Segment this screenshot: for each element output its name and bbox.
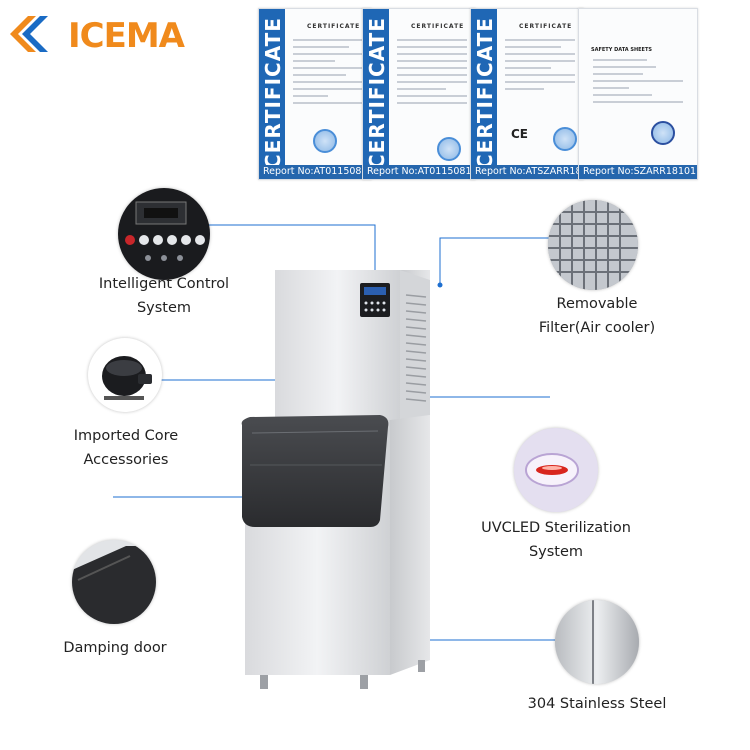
- feature-imported-core: Imported Core Accessories: [56, 424, 196, 472]
- seal-icon: [437, 137, 461, 161]
- certificate-2: CERTIFICATE CERTIFICATE Report No:AT0115…: [362, 8, 476, 180]
- feature-damping-door: Damping door: [50, 636, 180, 660]
- seal-icon: [651, 121, 675, 145]
- feature-uvcled: UVCLED Sterilization System: [468, 516, 644, 564]
- certificate-4: SAFETY DATA SHEETS Report No:SZARR181011…: [578, 8, 698, 180]
- feature-label-line: System: [528, 544, 584, 560]
- feature-label-line: Filter(Air cooler): [538, 320, 656, 336]
- feature-removable-filter: Removable Filter(Air cooler): [512, 292, 682, 340]
- control-panel-icon: [125, 201, 205, 261]
- brand-logo: ICEMA: [6, 12, 236, 58]
- feature-label-line: Accessories: [83, 452, 169, 468]
- certificate-band-text: CERTIFICATE: [473, 17, 497, 169]
- certificate-heading: CERTIFICATE: [307, 23, 361, 30]
- feature-label-line: Intelligent Control: [98, 276, 230, 292]
- certificate-heading: CERTIFICATE: [411, 23, 465, 30]
- seal-icon: [313, 129, 337, 153]
- steel-callout: [555, 600, 639, 684]
- certificate-report-number: Report No:AT011508175S: [259, 165, 371, 179]
- certificate-3: CERTIFICATE CERTIFICATE CE Report No:ATS…: [470, 8, 584, 180]
- feature-label-line: Imported Core: [73, 428, 179, 444]
- ice-machine-image: [241, 270, 430, 689]
- control-panel-callout: [118, 188, 210, 280]
- ce-mark-icon: CE: [511, 127, 529, 141]
- feature-label-line: UVCLED Sterilization: [481, 520, 631, 536]
- compressor-callout: [88, 338, 162, 412]
- uv-lamp-icon: [514, 428, 598, 512]
- feature-label-line: System: [136, 300, 192, 316]
- certificate-report-number: Report No:ATSZARR180612037: [471, 165, 583, 179]
- filter-callout: [548, 200, 638, 290]
- brand-mark-icon: [10, 16, 48, 52]
- compressor-icon: [102, 356, 152, 400]
- certificate-report-number: Report No:SZARR181011002-01: [579, 165, 697, 179]
- brand-name: ICEMA: [68, 16, 185, 56]
- certificate-band-text: CERTIFICATE: [261, 17, 285, 169]
- certificate-heading: SAFETY DATA SHEETS: [591, 47, 652, 53]
- feature-label-line: Damping door: [63, 640, 167, 656]
- feature-stainless-steel: 304 Stainless Steel: [518, 692, 676, 716]
- certificate-heading: CERTIFICATE: [519, 23, 573, 30]
- uv-callout: [514, 428, 598, 512]
- feature-label-line: 304 Stainless Steel: [527, 696, 667, 712]
- feature-intelligent-control: Intelligent Control System: [84, 272, 244, 320]
- feature-label-line: Removable: [556, 296, 638, 312]
- steel-panel-icon: [555, 600, 639, 684]
- certificate-report-number: Report No:AT011508174S: [363, 165, 475, 179]
- door-callout: [72, 540, 156, 624]
- certificate-1: CERTIFICATE CERTIFICATE Report No:AT0115…: [258, 8, 372, 180]
- certificate-band-text: CERTIFICATE: [365, 17, 389, 169]
- door-icon: [72, 540, 156, 624]
- air-filter-icon: [548, 200, 638, 290]
- seal-icon: [553, 127, 577, 151]
